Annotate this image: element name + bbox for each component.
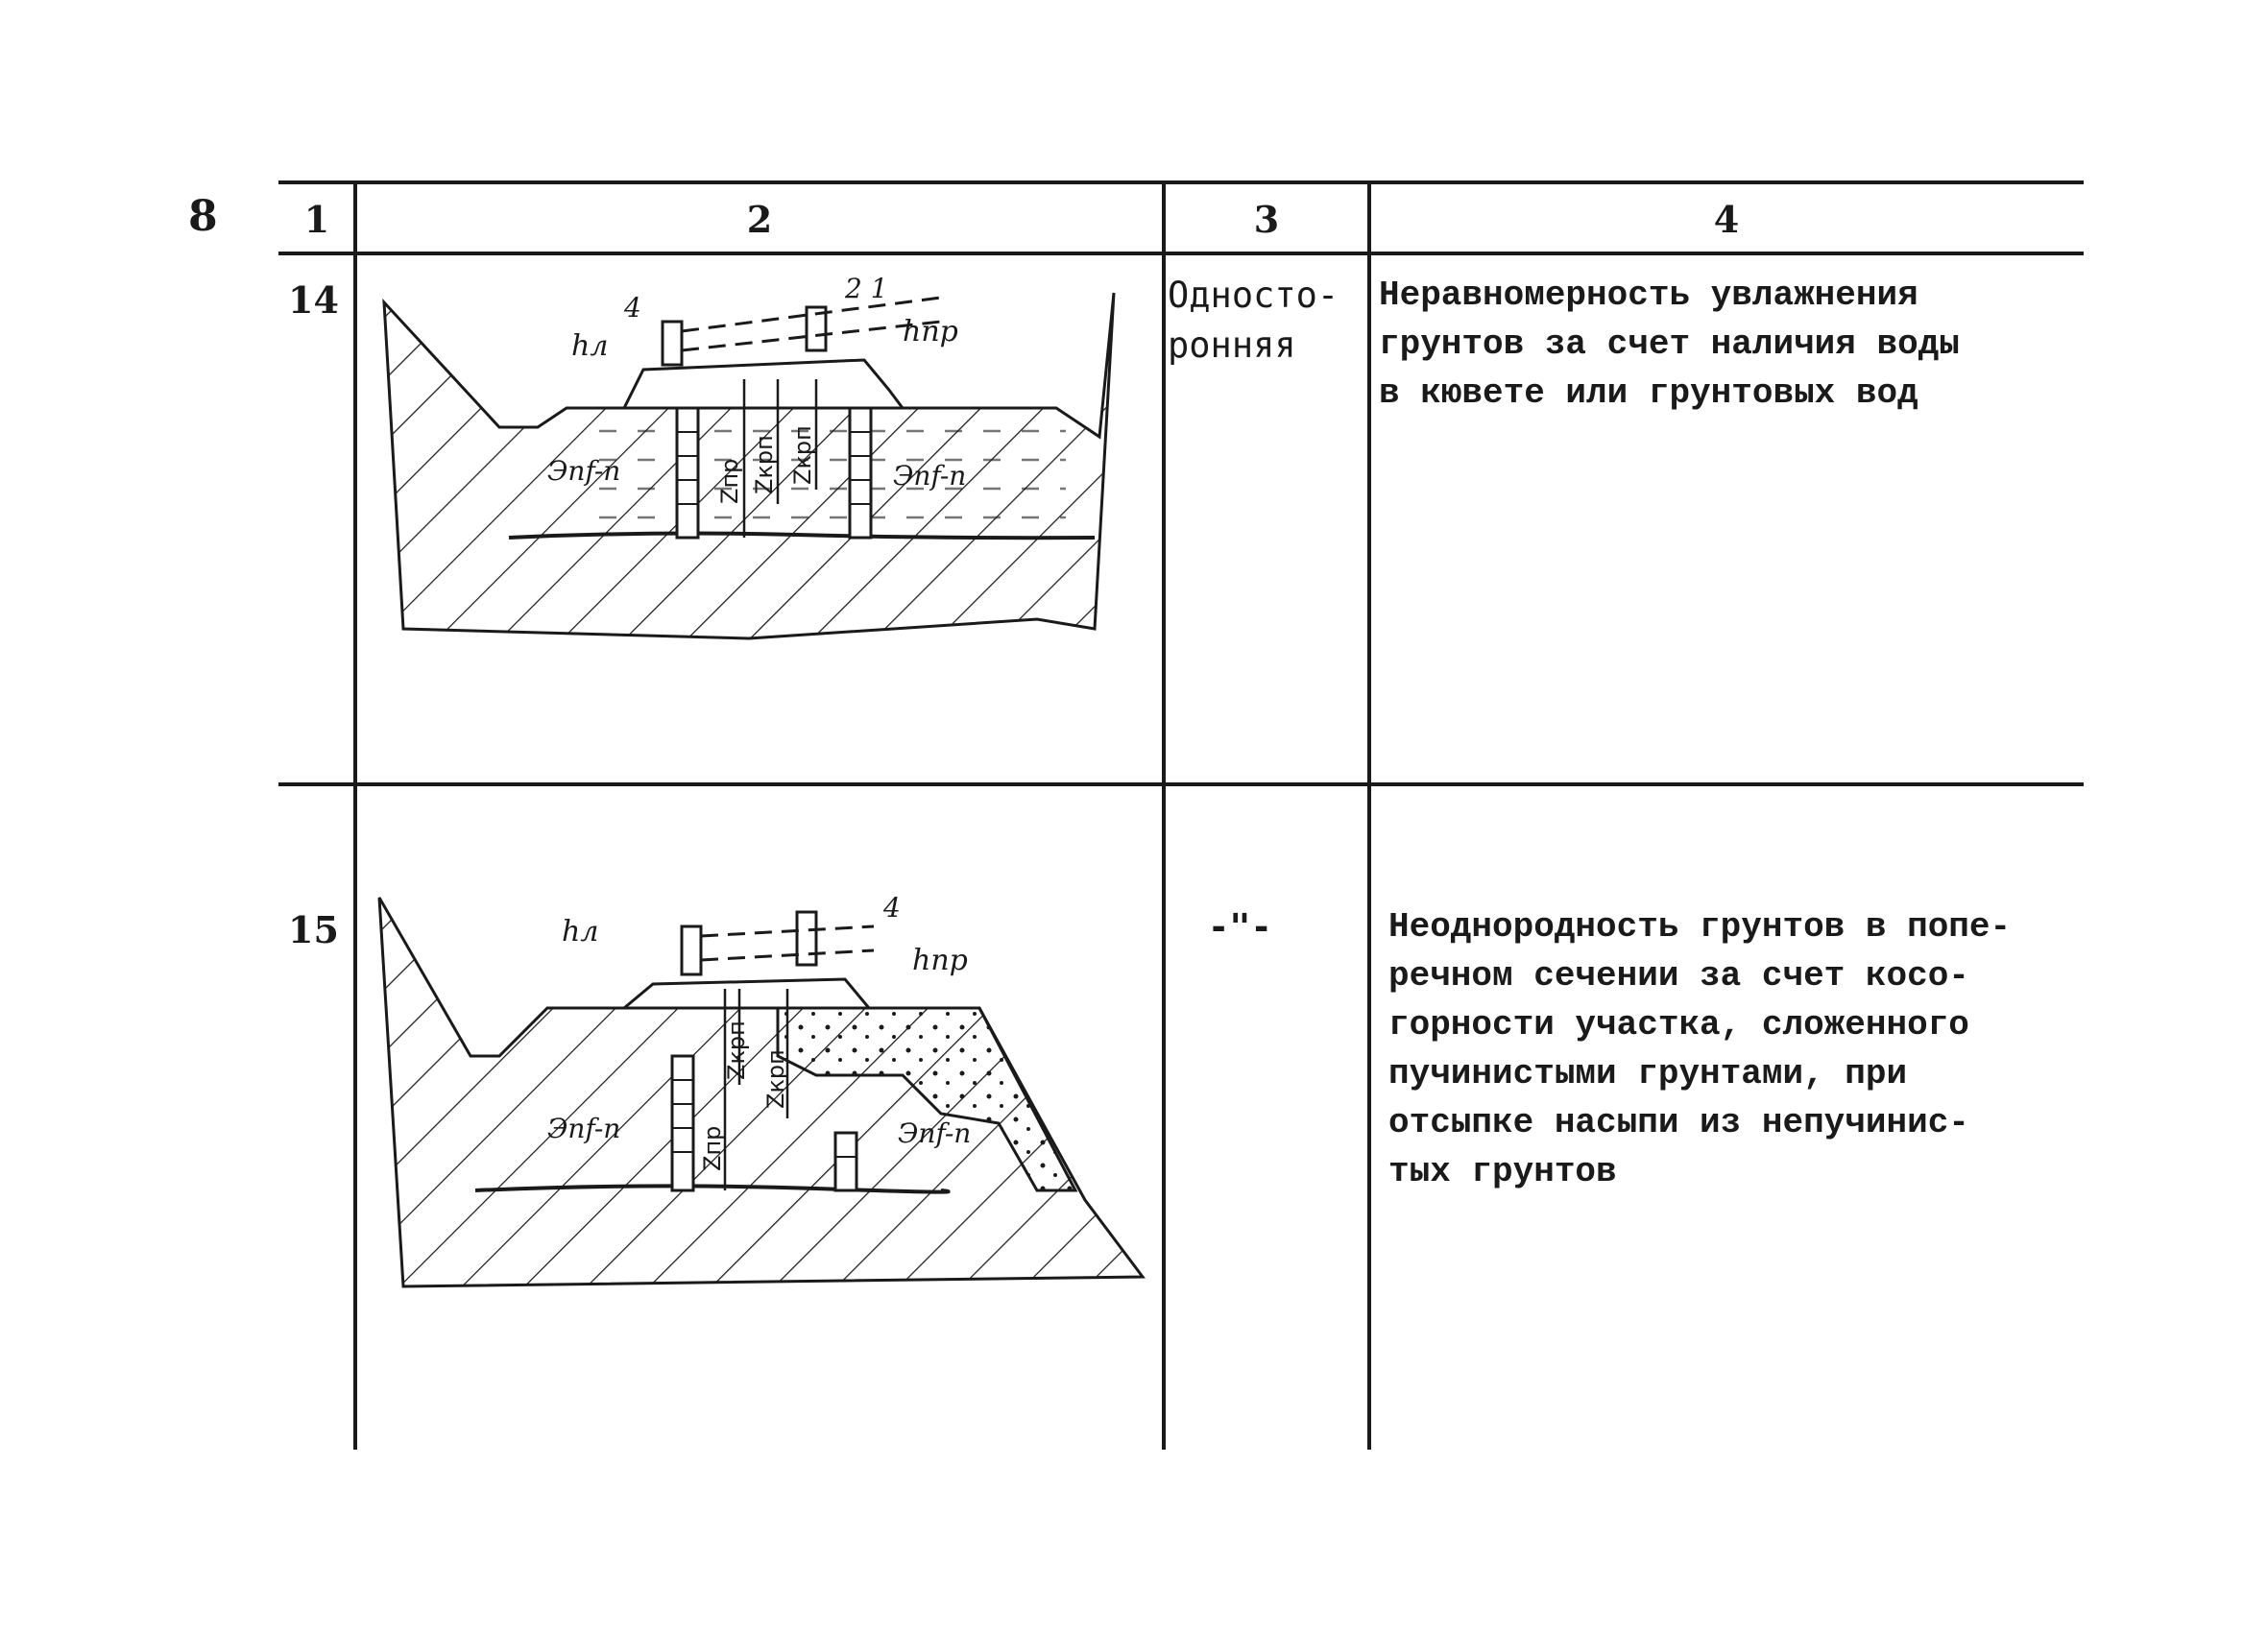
ballast-zone-14 — [586, 418, 1066, 533]
label-zkrp2-15: Zкрп — [762, 1049, 789, 1109]
label-zkrp1-14: Zкрп — [751, 435, 778, 494]
header-col-1: 1 — [303, 198, 330, 241]
row-15-type: -"- — [1208, 906, 1272, 948]
header-bottom-rule — [278, 252, 2084, 255]
label-zkrp1-15: Zкрп — [723, 1021, 750, 1080]
row-15-description: Неоднородность грунтов в попе- речном се… — [1388, 907, 2012, 1191]
pillar-right-15 — [833, 1131, 858, 1192]
row-15-number: 15 — [288, 908, 339, 951]
row-divider-rule — [278, 782, 2084, 786]
rail-left-15 — [680, 925, 703, 976]
col-divider-1 — [353, 184, 357, 1450]
header-col-2: 2 — [746, 198, 773, 241]
freezing-line-14 — [508, 531, 1096, 540]
pillar-left-15 — [670, 1054, 695, 1192]
label-zpr-15: Zпр — [699, 1126, 726, 1171]
pillar-left-14 — [675, 406, 700, 540]
page-number: 8 — [188, 192, 218, 241]
label-e-left-15: Эпf-п — [547, 1113, 620, 1144]
label-h-right-14: hпр — [903, 315, 958, 348]
col-divider-3 — [1367, 184, 1371, 1450]
table-top-rule — [278, 180, 2084, 184]
label-e-right-14: Эпf-п — [893, 460, 966, 492]
label-h-left-14: hл — [571, 329, 608, 363]
cross-section-figure-14: hл hпр 4 2 1 Эпf-п Эпf-п Zпр Zкрп Zкрп — [382, 274, 1116, 640]
embankment-15 — [619, 977, 873, 1010]
freezing-line-15 — [474, 1184, 951, 1194]
label-4-14: 4 — [623, 292, 641, 324]
label-21-14: 2 1 — [844, 274, 888, 304]
fill-zone-15 — [776, 1006, 1078, 1192]
label-4-15: 4 — [882, 892, 901, 924]
header-col-3: 3 — [1253, 198, 1280, 241]
label-zkrp2-14: Zкрп — [789, 425, 816, 485]
rail-right-14 — [805, 305, 828, 352]
label-zpr-14: Zпр — [716, 459, 743, 504]
cross-section-figure-15: hл hпр 4 Эпf-п Эпf-п Zпр Zкрп Zкрп — [377, 892, 1146, 1288]
label-e-left-14: Эпf-п — [547, 455, 620, 487]
label-h-left-15: hл — [562, 915, 598, 949]
label-e-right-15: Эпf-п — [898, 1117, 971, 1149]
row-14-description: Неравномерность увлажнения грунтов за сч… — [1379, 276, 1960, 413]
rail-right-15 — [795, 910, 818, 967]
header-col-4: 4 — [1713, 198, 1740, 241]
row-14-type: Односто- ронняя — [1168, 275, 1339, 366]
col-divider-2 — [1162, 184, 1166, 1450]
rail-left-14 — [661, 320, 684, 367]
row-14-number: 14 — [288, 278, 339, 322]
embankment-14 — [567, 358, 905, 410]
pillar-right-14 — [848, 406, 873, 540]
label-h-right-15: hпр — [912, 944, 968, 977]
